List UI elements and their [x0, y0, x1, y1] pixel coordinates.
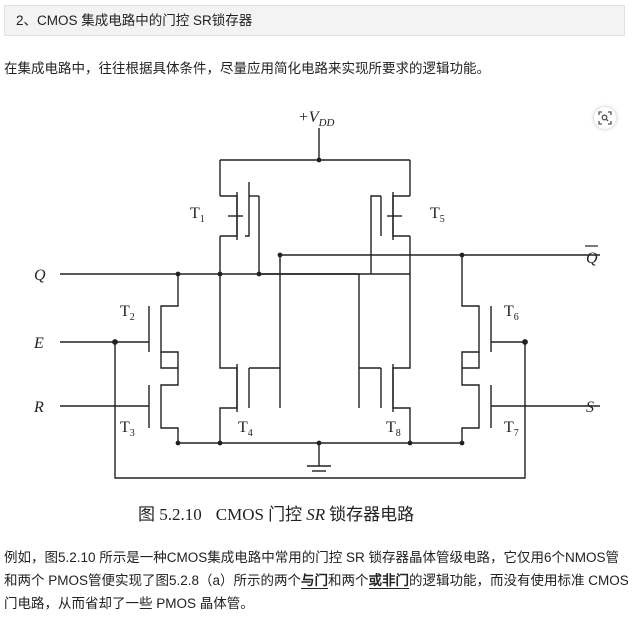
t1-symbol	[220, 182, 250, 240]
body-paragraph: 例如，图5.2.10 所示是一种CMOS集成电路中常用的门控 SR 锁存器晶体管…	[4, 546, 630, 615]
t6-label: T6	[504, 303, 519, 323]
section-heading: 2、CMOS 集成电路中的门控 SR锁存器	[4, 5, 625, 36]
paragraph-part2: 和两个	[328, 573, 369, 588]
e-label: E	[33, 335, 44, 352]
circuit-figure: +VDD Q E R Q S T1 T5 T2 T6 T3 T7 T4 T8 图…	[30, 98, 610, 543]
intro-text: 在集成电路中，往往根据具体条件，尽量应用简化电路来实现所要求的逻辑功能。	[4, 61, 490, 76]
t8-symbol	[359, 274, 411, 443]
paragraph-part1: 例如，图5.2.10 所示是一种CMOS集成电路中常用的门控 SR 锁存器晶体管…	[4, 550, 620, 588]
t5-label: T5	[430, 205, 445, 225]
svg-text:+VDD: +VDD	[298, 109, 335, 129]
e-bus	[114, 342, 526, 479]
vdd-label: +V	[298, 109, 321, 126]
nor-gate-term[interactable]: 或非门	[368, 573, 410, 589]
t1-label: T1	[190, 205, 205, 225]
r-label: R	[33, 399, 44, 416]
paragraph-part3: 的逻辑功能，而没有使用标准 CMOS 门电路，从而省却了一些 PMOS 晶体管。	[4, 573, 629, 611]
t4-label: T4	[238, 419, 253, 439]
scan-icon-glyph	[598, 111, 612, 125]
scan-icon[interactable]	[594, 107, 616, 129]
q-label: Q	[34, 267, 46, 284]
t3-label: T3	[120, 419, 135, 439]
cmos-sr-latch-diagram: +VDD Q E R Q S T1 T5 T2 T6 T3 T7 T4 T8 图…	[33, 109, 600, 524]
and-gate-term[interactable]: 与门	[301, 573, 329, 589]
vdd-sub: DD	[318, 117, 335, 129]
t8-label: T8	[386, 419, 401, 439]
s-label: S	[586, 399, 594, 416]
t4-symbol	[219, 274, 280, 443]
qbar-label: Q	[586, 250, 598, 267]
t7-label: T7	[504, 419, 519, 439]
t5-symbol	[380, 192, 410, 240]
t2-label: T2	[120, 303, 135, 323]
